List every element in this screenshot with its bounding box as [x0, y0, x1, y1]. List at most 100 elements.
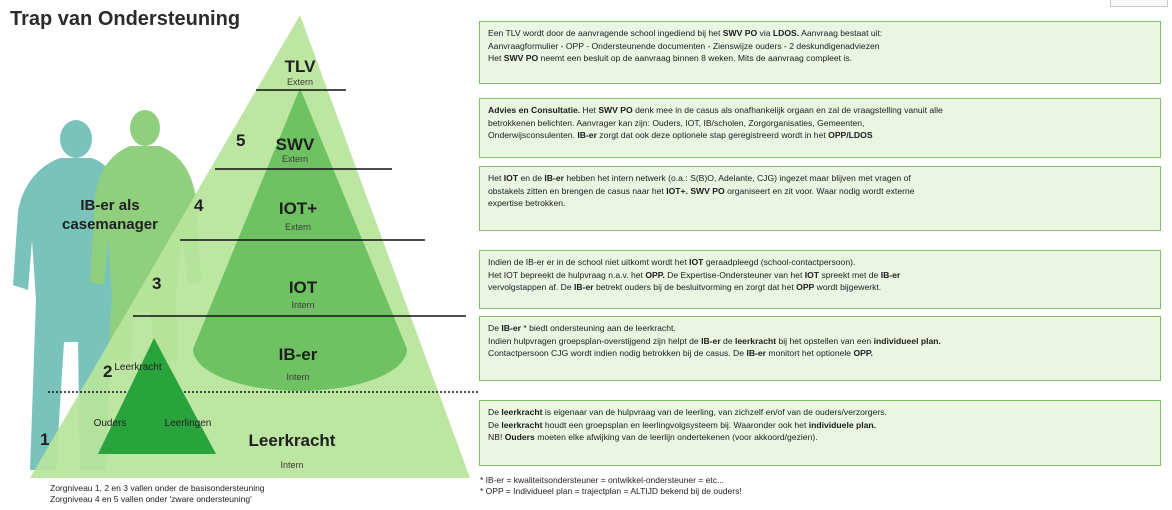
small-triangle-top-label: Leerkracht	[114, 362, 161, 373]
description-line: vervolgstappen af. De IB-er betrekt oude…	[488, 281, 1152, 294]
description-run: De	[488, 323, 502, 333]
page-title: Trap van Ondersteuning	[10, 8, 241, 30]
description-run: vervolgstappen af. De	[488, 282, 574, 292]
description-bold-run: IOT	[689, 257, 704, 267]
description-bold-run: IB-er	[701, 335, 721, 346]
description-tlv-text: Een TLV wordt door de aanvragende school…	[488, 27, 1152, 65]
description-bold-run: IOT+.	[666, 185, 688, 196]
description-bold-run: Advies en Consultatie.	[488, 105, 581, 115]
description-bold-run: IB-er	[501, 323, 521, 333]
description-run: Indien de IB-er er in de school niet uit…	[488, 257, 690, 267]
description-run: De Expertise-Ondersteuner van het	[664, 269, 805, 280]
level-leerkracht-type: Intern	[280, 460, 303, 470]
description-bold-run: leerkracht	[735, 335, 777, 346]
description-run: Het	[488, 53, 504, 63]
description-bold-run: LDOS.	[772, 28, 800, 38]
description-run: houdt een groepsplan en leerlingvolgsyst…	[542, 419, 809, 430]
description-bold-run: individuele plan.	[808, 419, 877, 430]
description-bold-run: IOT	[503, 173, 519, 183]
description-line: Onderwijsconsulenten. IB-er zorgt dat oo…	[488, 129, 1152, 142]
level-tlv-type: Extern	[287, 77, 313, 87]
support-staircase-diagram: TLV Extern SWV Extern 5 IOT+ Extern 4 IO…	[13, 15, 478, 478]
description-line: Het IOT en de IB-er hebben het intern ne…	[488, 172, 1152, 185]
description-run: moeten elke afwijking van de leerlijn on…	[534, 432, 818, 442]
description-bold-run: IOT	[804, 269, 820, 280]
footnotes-left: Zorgniveau 1, 2 en 3 vallen onder de bas…	[50, 483, 265, 505]
description-run: Het	[488, 173, 504, 183]
description-run: Een TLV wordt door de aanvragende school…	[488, 28, 723, 38]
level-tlv-name: TLV	[285, 57, 317, 76]
description-box-leerkracht: De leerkracht is eigenaar van de hulpvra…	[479, 400, 1161, 466]
description-run: Contactpersoon CJG wordt indien nodig be…	[488, 348, 747, 358]
small-triangle-right-label: Leerlingen	[165, 418, 212, 429]
description-bold-run: SWV PO	[690, 185, 725, 196]
level-iot-type: Intern	[291, 300, 314, 310]
leerkracht-triangle	[98, 338, 216, 454]
description-bold-run: IB-er	[544, 173, 564, 183]
footnote-right-1: * IB-er = kwaliteitsondersteuner = ontwi…	[480, 475, 725, 485]
description-ib-text: De IB-er * biedt ondersteuning aan de le…	[488, 322, 1152, 360]
description-run: Het	[580, 105, 599, 115]
description-run: hebben het intern netwerk (o.a.: S(B)O, …	[563, 173, 911, 183]
description-run: Indien hulpvragen groepsplan-overstijgen…	[488, 335, 702, 346]
description-run: is eigenaar van de hulpvraag van de leer…	[542, 407, 887, 417]
footnote-left-1: Zorgniveau 1, 2 en 3 vallen onder de bas…	[50, 483, 265, 493]
level-iot-name: IOT	[289, 278, 318, 297]
description-line: Aanvraagformulier - OPP - Ondersteunende…	[488, 40, 1152, 53]
description-run: spreekt met de	[819, 269, 881, 280]
casemanager-label-line2: casemanager	[62, 216, 158, 233]
level-ib-number: 2	[103, 362, 112, 381]
description-bold-run: SWV PO	[722, 28, 758, 38]
description-run: zorgt dat ook deze optionele stap geregi…	[596, 130, 829, 140]
description-line: betrokkenen belichten. Aanvrager kan zij…	[488, 117, 1152, 130]
description-swv-text: Advies en Consultatie. Het SWV PO denk m…	[488, 104, 1152, 142]
description-run: via	[757, 28, 773, 38]
description-bold-run: Ouders	[504, 432, 535, 442]
description-bold-run: OPP	[796, 282, 815, 292]
description-iot-text: Indien de IB-er er in de school niet uit…	[488, 256, 1152, 294]
footnotes-right: * IB-er = kwaliteitsondersteuner = ontwi…	[480, 475, 742, 497]
description-bold-run: OPP.	[645, 269, 665, 280]
description-run: * biedt ondersteuning aan de leerkracht.	[520, 323, 676, 333]
description-run: Onderwijsconsulenten.	[488, 130, 578, 140]
description-run: De	[488, 419, 502, 430]
description-line: Indien hulpvragen groepsplan-overstijgen…	[488, 335, 1152, 348]
description-run: en de	[518, 173, 545, 183]
level-leerkracht-number: 1	[40, 430, 49, 449]
description-line: Contactpersoon CJG wordt indien nodig be…	[488, 347, 1152, 360]
description-run: denk mee in de casus als onafhankelijk o…	[632, 105, 943, 115]
description-run: betrokkenen belichten. Aanvrager kan zij…	[488, 117, 865, 128]
description-bold-run: IB-er	[746, 348, 767, 358]
description-bold-run: IB-er	[880, 269, 901, 280]
level-iotplus-name: IOT+	[279, 199, 317, 218]
level-ib-name: IB-er	[279, 345, 318, 364]
level-leerkracht-name: Leerkracht	[249, 431, 336, 450]
description-run: Aanvraag bestaat uit:	[799, 28, 883, 38]
description-line: Het SWV PO neemt een besluit op de aanvr…	[488, 52, 1152, 65]
description-line: De IB-er * biedt ondersteuning aan de le…	[488, 322, 1152, 335]
level-swv-name: SWV	[276, 135, 315, 154]
description-bold-run: IB-er	[577, 130, 597, 140]
description-iotplus-text: Het IOT en de IB-er hebben het intern ne…	[488, 172, 1152, 210]
description-run: betrekt ouders bij de besluitvorming en …	[593, 282, 797, 292]
footnote-left-2: Zorgniveau 4 en 5 vallen onder 'zware on…	[50, 494, 252, 504]
description-run: de	[720, 335, 736, 346]
description-line: De leerkracht is eigenaar van de hulpvra…	[488, 406, 1152, 419]
description-bold-run: IB-er	[574, 282, 594, 292]
description-bold-run: SWV PO	[503, 53, 539, 63]
description-run: obstakels zitten en brengen de casus naa…	[488, 185, 667, 196]
description-line: Een TLV wordt door de aanvragende school…	[488, 27, 1152, 40]
level-iotplus-type: Extern	[285, 222, 311, 232]
description-bold-run: leerkracht	[501, 407, 543, 417]
description-box-ib: De IB-er * biedt ondersteuning aan de le…	[479, 316, 1161, 381]
description-bold-run: SWV PO	[598, 105, 633, 115]
description-run: neemt een besluit op de aanvraag binnen …	[538, 53, 853, 63]
description-run: De	[488, 407, 502, 417]
description-line: Advies en Consultatie. Het SWV PO denk m…	[488, 104, 1152, 117]
footnote-right-2: * OPP = Individueel plan = trajectplan =…	[480, 486, 742, 496]
top-right-tab	[1110, 0, 1168, 7]
casemanager-label-line1: IB-er als	[80, 197, 139, 214]
small-triangle-left-label: Ouders	[94, 418, 127, 429]
description-box-iotplus: Het IOT en de IB-er hebben het intern ne…	[479, 166, 1161, 231]
description-leerkracht-text: De leerkracht is eigenaar van de hulpvra…	[488, 406, 1152, 444]
